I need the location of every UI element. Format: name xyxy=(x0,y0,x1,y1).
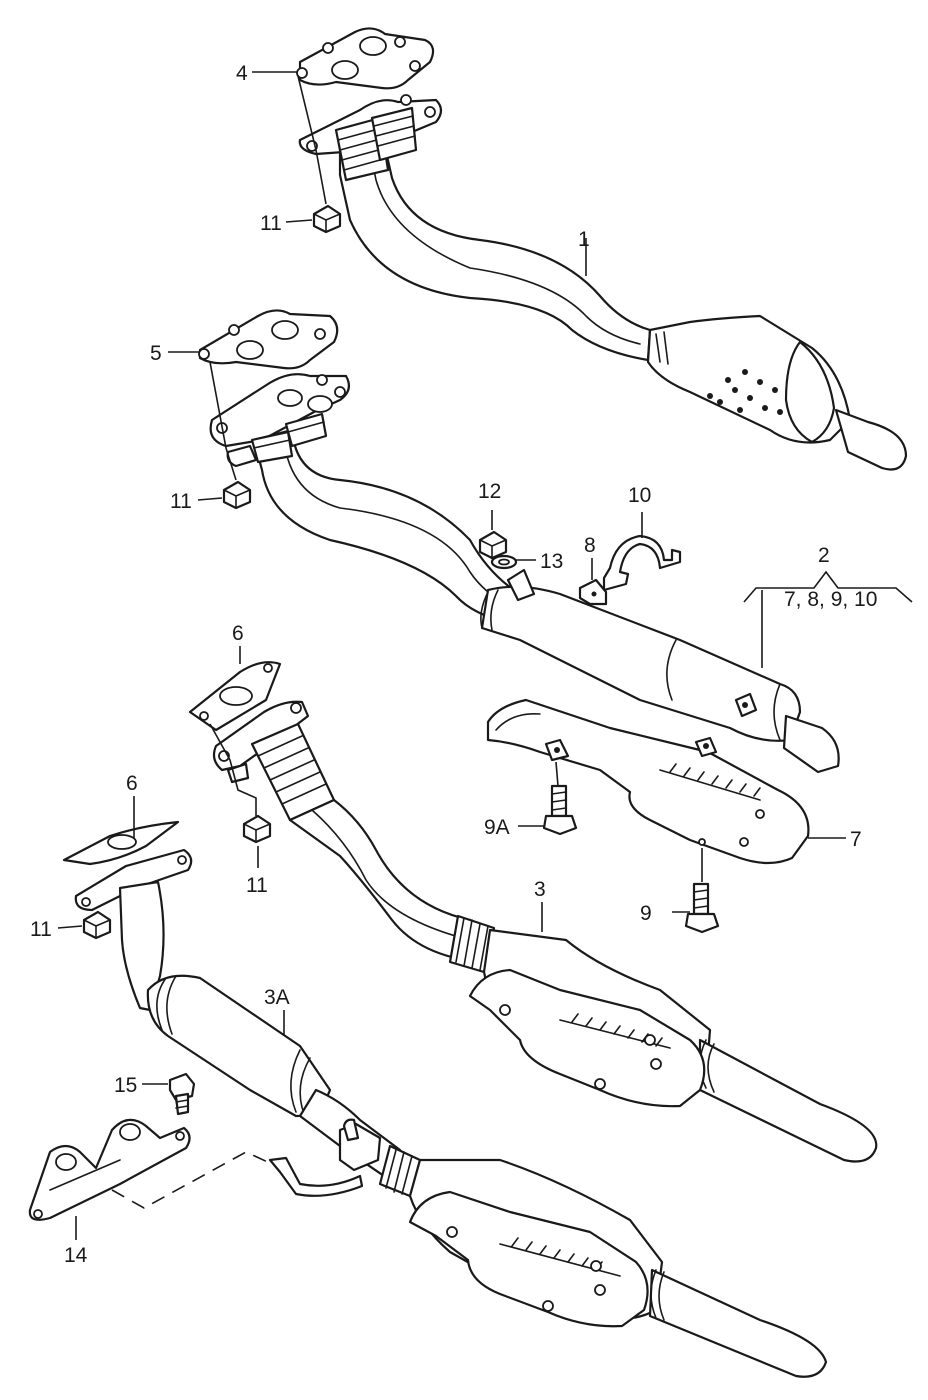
heat-shield-7[interactable] xyxy=(486,698,810,865)
nut-11-b[interactable] xyxy=(222,480,252,510)
label-9a: 9A xyxy=(484,816,510,839)
gasket-6-lower[interactable] xyxy=(62,820,180,866)
bracket-14[interactable] xyxy=(28,1118,191,1221)
label-11-a: 11 xyxy=(260,212,282,235)
label-10: 10 xyxy=(628,484,651,507)
gasket-5[interactable] xyxy=(198,309,339,370)
nut-11-c[interactable] xyxy=(242,814,272,844)
label-14: 14 xyxy=(64,1244,88,1267)
label-11-c: 11 xyxy=(246,874,268,897)
clamp-10[interactable] xyxy=(602,534,682,592)
label-3a: 3A xyxy=(264,986,290,1009)
label-9: 9 xyxy=(640,902,652,925)
label-8: 8 xyxy=(584,534,596,557)
label-5: 5 xyxy=(150,342,162,365)
label-11-d: 11 xyxy=(30,918,52,941)
label-4: 4 xyxy=(236,62,248,85)
label-13: 13 xyxy=(540,550,563,573)
label-2: 2 xyxy=(818,544,830,567)
nut-11-a[interactable] xyxy=(312,204,342,234)
front-pipe-1[interactable] xyxy=(298,94,908,471)
label-7: 7 xyxy=(850,828,862,851)
nut-11-d[interactable] xyxy=(82,910,112,940)
bolt-9a[interactable] xyxy=(542,784,578,836)
label-2-sub: 7, 8, 9, 10 xyxy=(784,588,877,611)
callout-labels: 4 11 1 5 11 12 10 13 8 2 7, 8, 9, 10 6 6… xyxy=(30,62,877,1267)
label-6-a: 6 xyxy=(232,622,244,645)
gasket-6-upper[interactable] xyxy=(188,661,282,732)
label-6-b: 6 xyxy=(126,772,138,795)
front-pipe-2[interactable] xyxy=(209,373,840,774)
label-3: 3 xyxy=(534,878,546,901)
bolt-15[interactable] xyxy=(168,1072,196,1116)
label-12: 12 xyxy=(478,480,501,503)
washer-13[interactable] xyxy=(490,554,518,570)
nut-12[interactable] xyxy=(478,530,508,560)
label-11-b: 11 xyxy=(170,490,192,513)
label-15: 15 xyxy=(114,1074,137,1097)
clip-8[interactable] xyxy=(578,578,608,606)
label-1: 1 xyxy=(578,228,590,251)
leader-lines xyxy=(57,71,913,1240)
gasket-4[interactable] xyxy=(296,27,435,90)
front-pipe-3a[interactable] xyxy=(74,848,828,1378)
bolt-9[interactable] xyxy=(684,882,720,934)
front-pipe-3[interactable] xyxy=(212,700,878,1163)
